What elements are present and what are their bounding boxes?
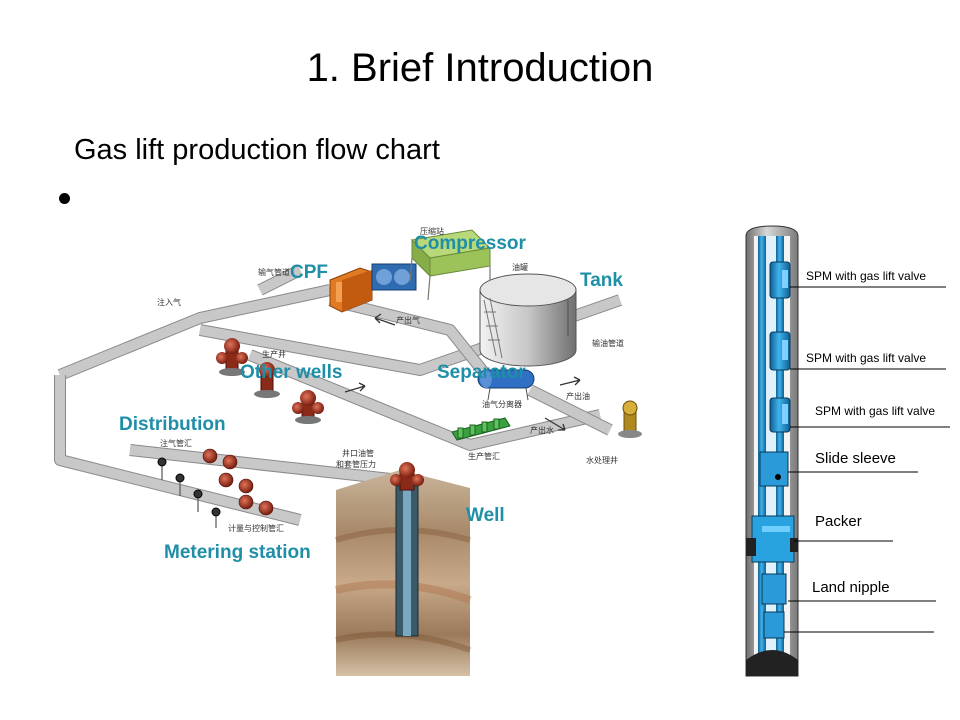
cn-production-well: 生产井 bbox=[262, 349, 286, 359]
label-separator: Separator bbox=[437, 362, 526, 383]
slide-title: 1. Brief Introduction bbox=[306, 46, 654, 90]
label-compressor: Compressor bbox=[414, 233, 527, 254]
other-wells bbox=[216, 338, 324, 424]
label-metering-station: Metering station bbox=[164, 542, 311, 563]
cn-inject-gas: 注入气 bbox=[157, 297, 181, 307]
annotation-spm-1: SPM with gas lift valve bbox=[806, 269, 926, 283]
metering-station bbox=[157, 448, 274, 528]
cn-produced-gas: 产出气 bbox=[396, 315, 420, 325]
well-completion-diagram bbox=[745, 225, 799, 677]
label-other-wells: Other wells bbox=[240, 362, 342, 383]
cn-water-treatment-well: 水处理井 bbox=[586, 455, 618, 465]
cn-oil-gas-separator: 油气分离器 bbox=[482, 399, 522, 409]
cn-wellhead-pressure-2: 和套管压力 bbox=[336, 459, 376, 469]
annotation-spm-3: SPM with gas lift valve bbox=[815, 404, 935, 418]
packer bbox=[746, 515, 798, 563]
annotation-packer: Packer bbox=[815, 513, 862, 530]
spm-mandrel-1 bbox=[769, 261, 791, 299]
annotation-spm-2: SPM with gas lift valve bbox=[806, 351, 926, 365]
cn-compressor-station: 压缩站 bbox=[420, 226, 444, 236]
cn-oil-tank: 油罐 bbox=[512, 262, 528, 272]
cn-gas-pipeline: 输气管道 bbox=[258, 267, 290, 277]
cn-wellhead-pressure-1: 井口油管 bbox=[342, 448, 374, 458]
production-manifold bbox=[451, 417, 511, 441]
cn-produced-water: 产出水 bbox=[530, 425, 554, 435]
label-well: Well bbox=[466, 505, 505, 526]
oil-tank bbox=[479, 273, 577, 367]
annotation-slide-sleeve: Slide sleeve bbox=[815, 450, 896, 467]
spm-mandrel-3 bbox=[769, 397, 791, 433]
annotation-land-nipple: Land nipple bbox=[812, 579, 890, 596]
land-nipple bbox=[761, 573, 787, 639]
cn-metering-control-manifold: 计量与控制管汇 bbox=[228, 523, 284, 533]
cpf-unit bbox=[329, 267, 373, 313]
separator-vessel bbox=[477, 369, 535, 401]
cn-produced-oil: 产出油 bbox=[566, 391, 590, 401]
cn-oil-pipeline: 输油管道 bbox=[592, 338, 624, 348]
bullet bbox=[59, 193, 70, 204]
water-treatment-well bbox=[618, 400, 642, 438]
slide-sleeve bbox=[759, 451, 789, 487]
label-distribution: Distribution bbox=[119, 414, 226, 435]
compressor-unit bbox=[371, 229, 492, 301]
cn-production-manifold: 生产管汇 bbox=[468, 451, 500, 461]
production-well bbox=[335, 462, 472, 676]
label-tank: Tank bbox=[580, 270, 623, 291]
cn-gas-injection-manifold: 注气管汇 bbox=[160, 438, 192, 448]
annotation-leaders bbox=[784, 286, 950, 633]
label-cpf: CPF bbox=[290, 262, 328, 283]
slide-subtitle: Gas lift production flow chart bbox=[74, 134, 440, 166]
spm-mandrel-2 bbox=[769, 331, 791, 371]
flow-arrows bbox=[344, 313, 581, 431]
